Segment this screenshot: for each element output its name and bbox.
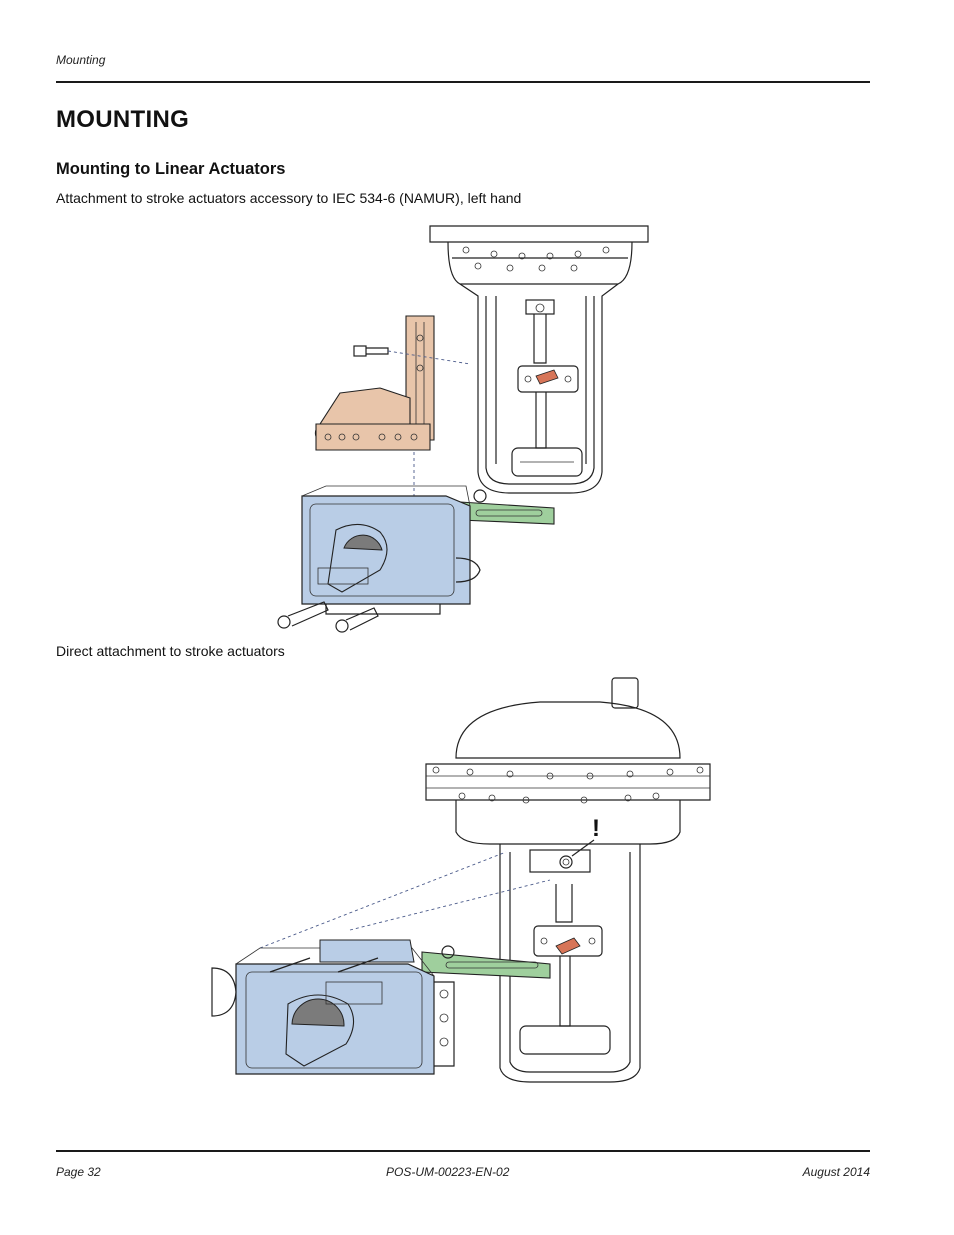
footer-page: Page 32	[56, 1165, 101, 1179]
feedback-lever	[459, 489, 555, 525]
figure-direct-mounting: !	[211, 677, 711, 1083]
figure-namur-mounting	[277, 225, 649, 633]
mounting-screws	[277, 601, 379, 633]
footer-doc-id: POS-UM-00223-EN-02	[386, 1165, 510, 1179]
footer-rule	[56, 1150, 870, 1152]
warning-mark: !	[592, 815, 600, 842]
section-subtitle: Mounting to Linear Actuators	[56, 160, 286, 178]
bolt	[353, 345, 389, 357]
feedback-lever	[421, 945, 551, 979]
section-title: MOUNTING	[56, 106, 190, 133]
positioner-unit	[301, 485, 481, 615]
header-rule	[56, 81, 870, 83]
actuator-housing	[429, 225, 649, 494]
running-head: Mounting	[56, 53, 106, 67]
actuator-housing: !	[425, 677, 711, 1083]
footer-date: August 2014	[802, 1165, 870, 1179]
positioner-unit	[211, 939, 455, 1075]
mounting-bracket	[314, 315, 435, 451]
caption-namur: Attachment to stroke actuators accessory…	[56, 190, 522, 206]
caption-direct: Direct attachment to stroke actuators	[56, 643, 285, 659]
